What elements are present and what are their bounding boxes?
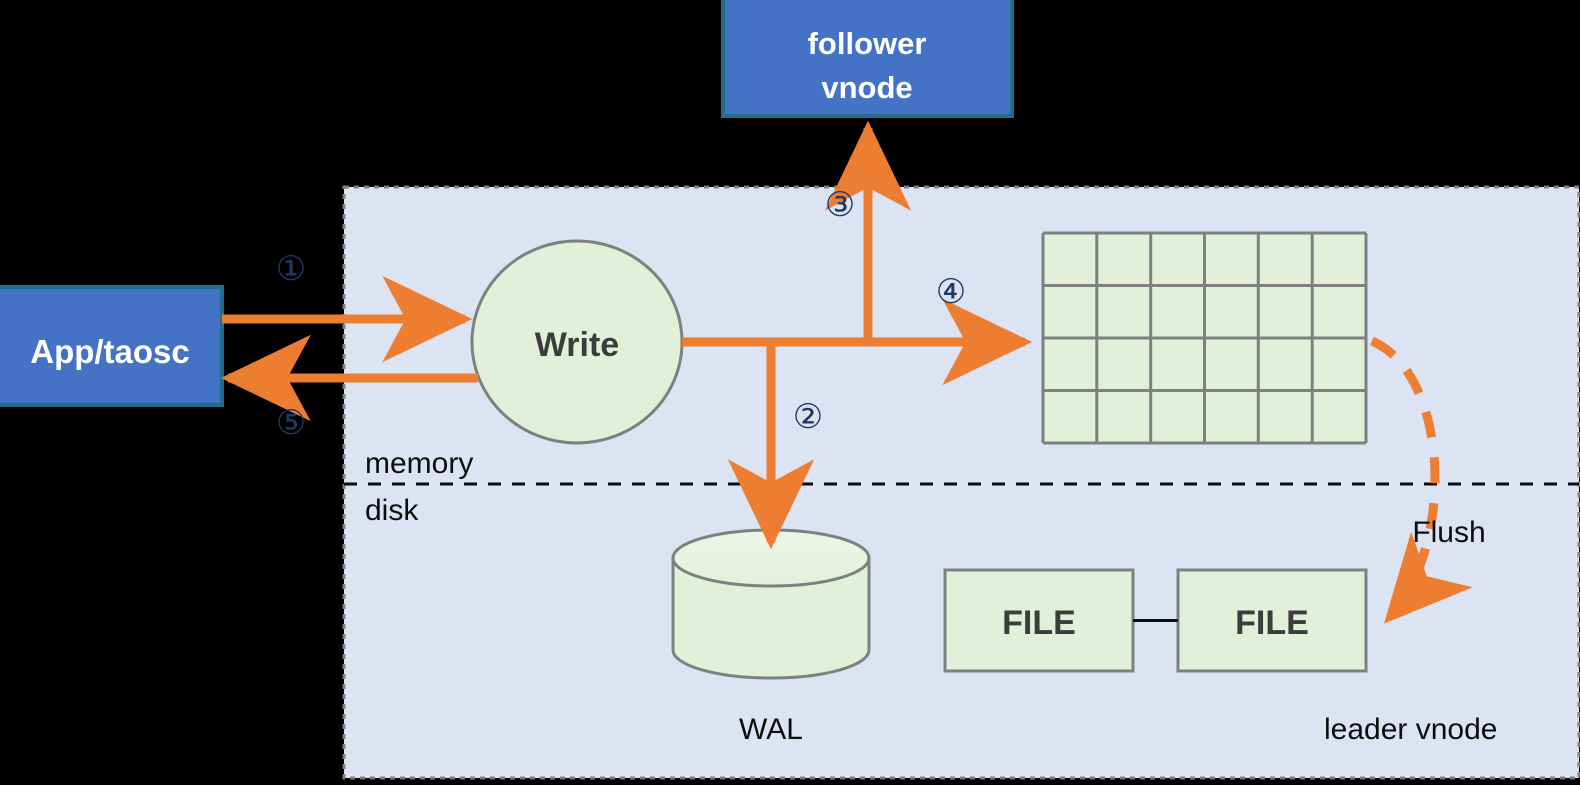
step-3-number: ③ xyxy=(825,185,855,225)
follower-vnode-label-line1: follower xyxy=(808,26,927,61)
app-taosc-label: App/taosc xyxy=(30,333,190,370)
wal-cylinder[interactable] xyxy=(671,528,871,680)
file-left-label: FILE xyxy=(1002,604,1076,642)
step-4-number: ④ xyxy=(936,272,966,312)
step-1-number: ① xyxy=(276,249,306,289)
leader-vnode-label: leader vnode xyxy=(1324,713,1497,746)
write-label: Write xyxy=(535,326,619,364)
app-taosc-box[interactable] xyxy=(0,285,224,407)
step-2-number: ② xyxy=(793,397,823,437)
memtable-grid xyxy=(1041,231,1368,445)
wal-label: WAL xyxy=(739,713,803,746)
edge-flush-arrow xyxy=(1370,336,1473,624)
wal-body xyxy=(671,556,871,680)
flush-label: Flush xyxy=(1412,516,1485,549)
disk-label: disk xyxy=(365,494,419,527)
file-box-right[interactable] xyxy=(1176,568,1368,673)
follower-vnode-label-line2: vnode xyxy=(821,70,912,105)
follower-vnode-box[interactable] xyxy=(721,0,1014,118)
file-right-label: FILE xyxy=(1235,604,1309,642)
memory-label: memory xyxy=(365,447,473,480)
step-5-number: ⑤ xyxy=(276,403,306,443)
